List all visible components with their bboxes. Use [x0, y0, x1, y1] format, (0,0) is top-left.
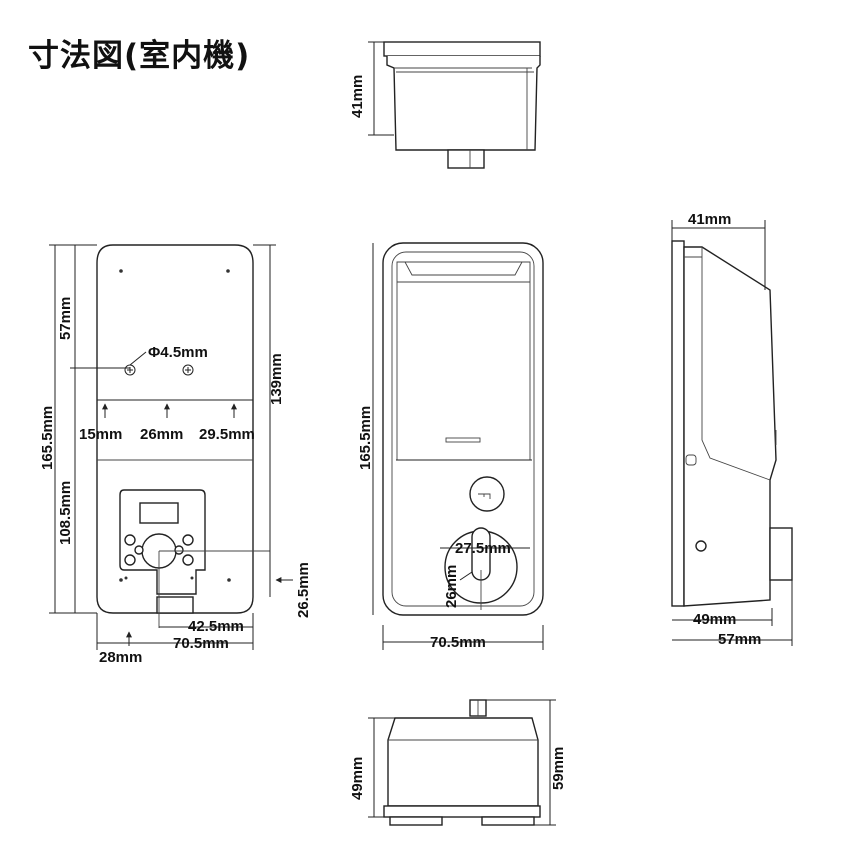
bottom-offset-label: 26.5mm	[295, 562, 312, 618]
spacing-3-label: 29.5mm	[199, 426, 255, 443]
knob-height-label: 26mm	[443, 565, 460, 608]
top-view	[368, 41, 541, 169]
hole-diameter-label: Φ4.5mm	[148, 344, 208, 361]
spacing-1-label: 15mm	[79, 426, 122, 443]
bottom-left-label: 28mm	[99, 649, 142, 666]
back-right-label: 139mm	[268, 353, 285, 405]
side-bottom-1-label: 49mm	[693, 611, 736, 628]
top-view-depth-label: 41mm	[349, 75, 366, 118]
bottom-width-1-label: 42.5mm	[188, 618, 244, 635]
bottom-view-right-label: 59mm	[550, 747, 567, 790]
bottom-width-2-label: 70.5mm	[173, 635, 229, 652]
side-view	[671, 220, 793, 646]
front-height-label: 165.5mm	[357, 406, 374, 470]
side-bottom-2-label: 57mm	[718, 631, 761, 648]
side-top-label: 41mm	[688, 211, 731, 228]
back-lower-label: 108.5mm	[57, 481, 74, 545]
bottom-view-left-label: 49mm	[349, 757, 366, 800]
back-view	[49, 244, 293, 650]
back-upper-label: 57mm	[57, 297, 74, 340]
spacing-2-label: 26mm	[140, 426, 183, 443]
front-width-label: 70.5mm	[430, 634, 486, 651]
front-view	[372, 242, 544, 650]
knob-offset-label: 27.5mm	[455, 540, 511, 557]
back-total-label: 165.5mm	[39, 406, 56, 470]
page-title: 寸法図(室内機)	[28, 38, 251, 74]
bottom-view	[368, 699, 556, 826]
